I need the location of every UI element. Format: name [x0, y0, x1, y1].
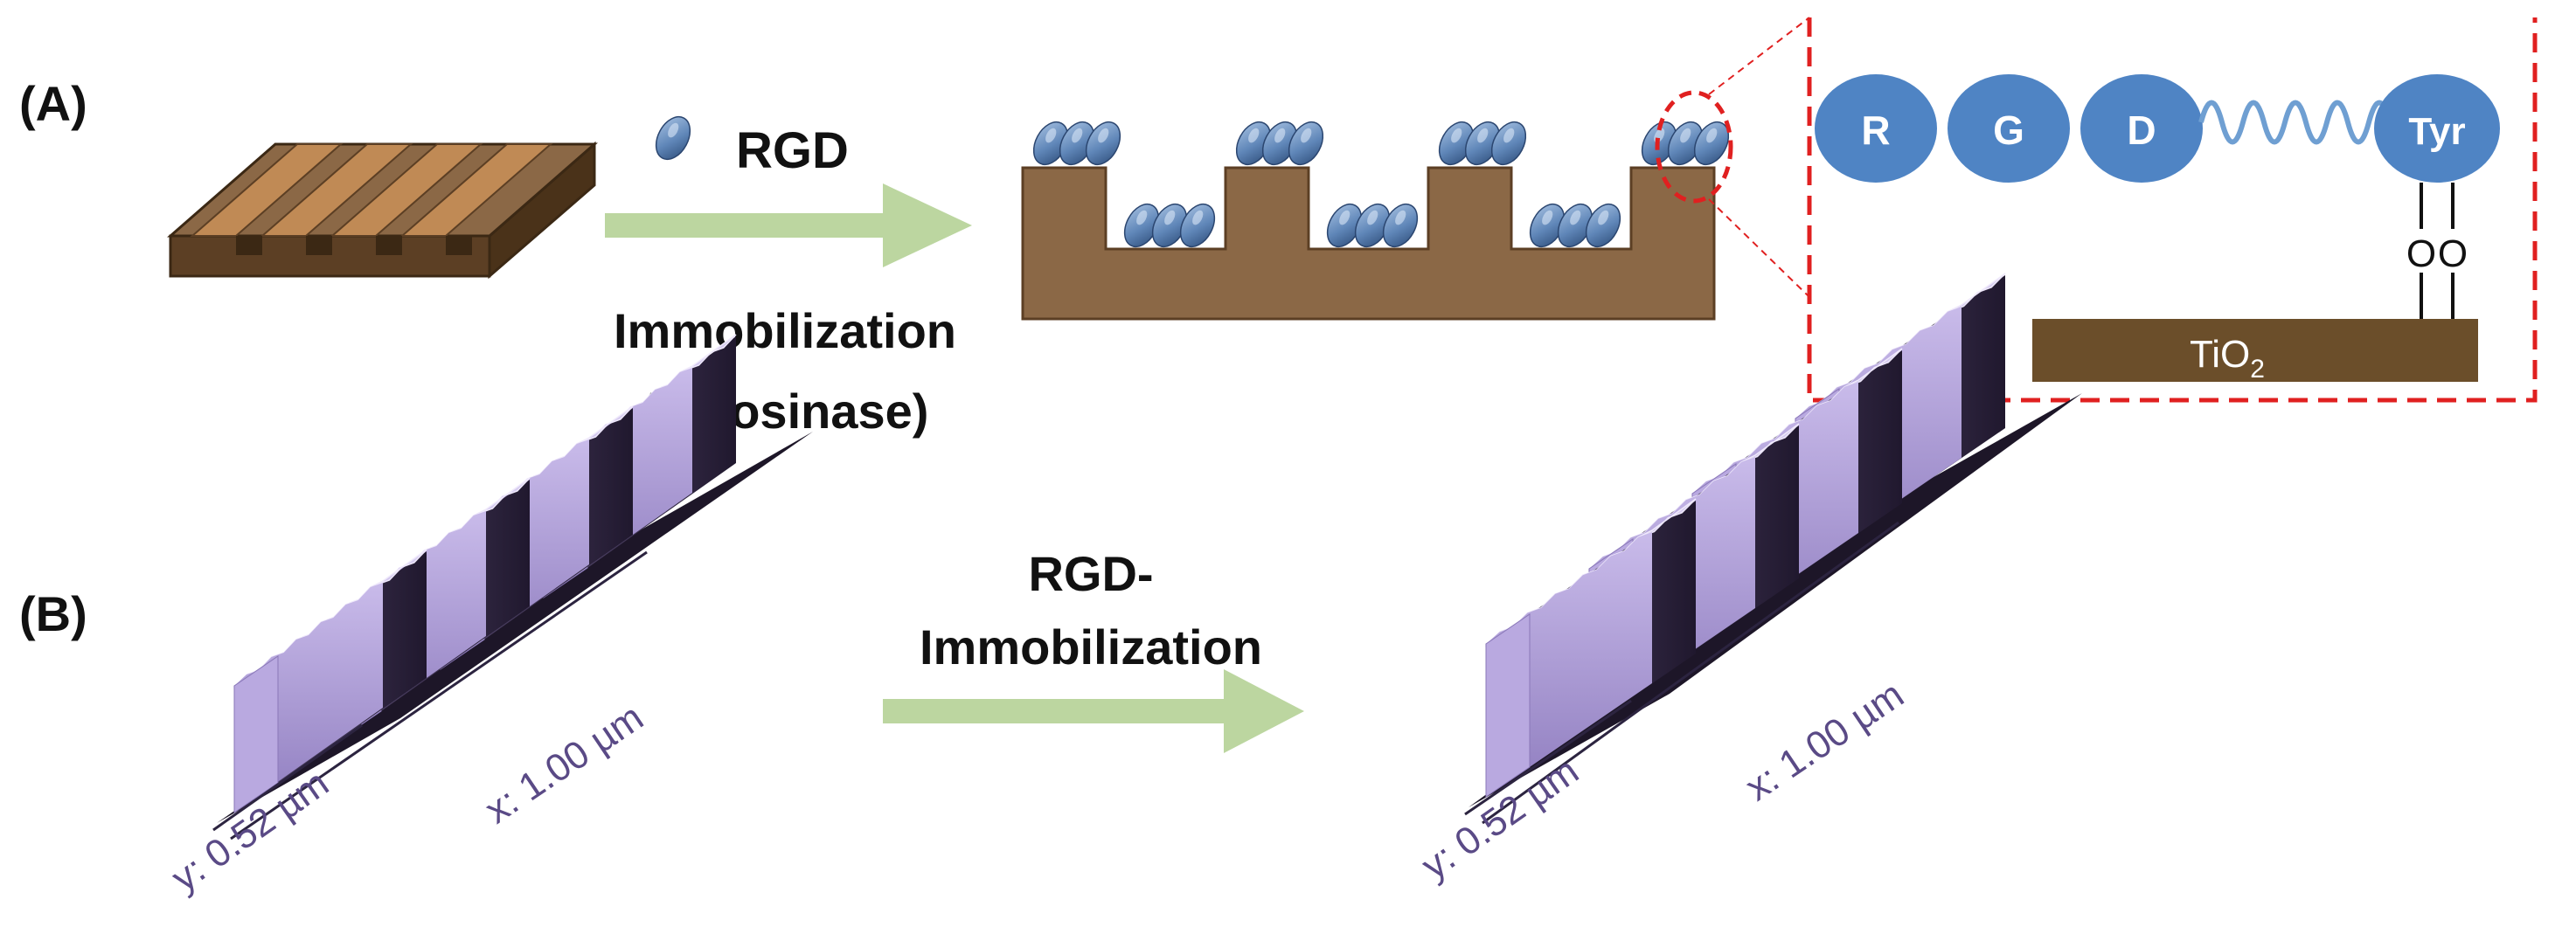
zoom-callout	[1655, 17, 2538, 403]
residue-g-label: G	[1993, 107, 2024, 153]
tyr-tio2-bonds: O O	[2406, 183, 2468, 319]
oxygen-atom-left: O	[2406, 232, 2436, 275]
peptide-linker	[2198, 100, 2407, 145]
reagent-label: RGD	[736, 122, 849, 179]
residue-r	[1815, 74, 1937, 183]
after-x-axis-label: x: 1.00 µm	[1738, 673, 1911, 809]
substrate-cross-section	[1021, 166, 1716, 321]
rgd-molecule-icon	[654, 112, 692, 164]
tio2-label: TiO2	[2190, 333, 2265, 384]
afm-floor	[217, 432, 813, 823]
afm-before	[212, 334, 813, 841]
immobilized-rgd-molecules	[1031, 117, 1731, 252]
oxygen-atom-right: O	[2438, 232, 2468, 275]
process-arrow	[605, 183, 972, 267]
panel-a: (A) RGD Immobilization (Tyrosinase)	[19, 17, 2538, 439]
afm-y-axis-line	[212, 723, 363, 832]
residue-tyr	[2374, 74, 2500, 183]
residue-r-label: R	[1861, 107, 1890, 153]
before-x-axis-label: x: 1.00 µm	[477, 695, 650, 832]
afm-x-axis-line	[1482, 521, 1899, 825]
residue-d-label: D	[2127, 107, 2156, 153]
grooved-substrate-3d	[167, 141, 598, 280]
rgd-immobilization-arrow	[883, 669, 1304, 753]
arrow-label-line1: RGD-	[1028, 546, 1153, 601]
residue-g	[1948, 74, 2070, 183]
afm-ridge-end	[233, 655, 279, 813]
afm-x-axis-line	[230, 550, 648, 841]
afm-y-axis-line	[1464, 699, 1632, 816]
process-label-line1: Immobilization	[614, 303, 956, 358]
peptide-chain: R G D Tyr	[1815, 74, 2500, 183]
residue-tyr-label: Tyr	[2408, 110, 2465, 153]
afm-after	[1464, 273, 2082, 825]
afm-ridge-end	[1485, 613, 1531, 798]
panel-a-label: (A)	[19, 76, 87, 131]
panel-b-label: (B)	[19, 586, 87, 641]
panel-b: (B) y: 0.52 µm x: 1.00 µm RGD- Immobiliz…	[19, 273, 2082, 900]
arrow-label-line2: Immobilization	[920, 619, 1262, 674]
tio2-substrate	[2032, 319, 2478, 382]
residue-d	[2080, 74, 2203, 183]
